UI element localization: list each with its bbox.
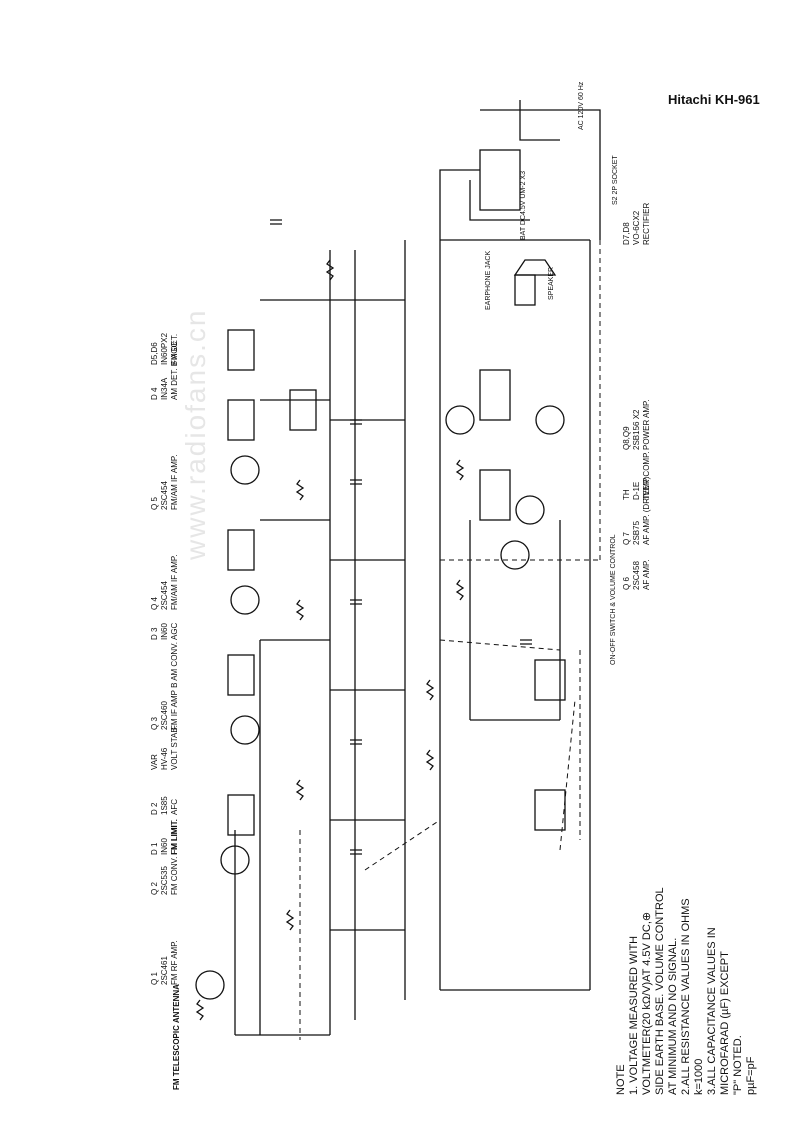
stage-func: VOLT STAB. (170, 725, 179, 770)
stage-func: TEMP.COMP. (642, 451, 651, 500)
note-line: MICROFARAD (µF) EXCEPT (719, 951, 731, 1095)
note-line: pµF=pF (745, 1056, 757, 1095)
stage-ref: D 3 (150, 627, 159, 640)
notes-block: NOTE 1. VOLTAGE MEASURED WITH VOLTMETER(… (615, 887, 758, 1095)
note-line: VOLTMETER(20 kΩ/V)AT 4.5V DC,⊕ (641, 911, 653, 1095)
stage-part: HV-46 (160, 747, 169, 770)
stage-func: FM/AM IF AMP. (170, 554, 179, 610)
stage-ref: Q 3 (150, 717, 159, 730)
note-line: 1. VOLTAGE MEASURED WITH (628, 935, 640, 1095)
stage-th: TH D-1E TEMP.COMP. (622, 451, 652, 500)
stage-d3: D 3 IN60 AGC (150, 623, 180, 640)
page-title: Hitachi KH-961 (668, 92, 760, 107)
socket-label: S2 2P SOCKET (612, 155, 619, 205)
stage-ref: D 1 (150, 842, 159, 855)
stage-d7-d8: D7,D8 VO-6CX2 RECTIFIER (622, 203, 652, 245)
stage-d1: D 1 IN60 FM LIMIT. (150, 819, 180, 855)
stage-func: AGC (170, 622, 179, 640)
stage-ref: TH (622, 489, 631, 500)
stage-part: 1S85 (160, 796, 169, 815)
stage-part: IN60 (160, 838, 169, 855)
stage-func: RECTIFIER (642, 202, 651, 245)
stage-ref: Q 6 (622, 577, 631, 590)
antenna-label: FM TELESCOPIC ANTENNA (172, 984, 181, 1090)
stage-part: VO-6CX2 (632, 210, 641, 245)
notes-heading: NOTE (615, 1064, 627, 1095)
stage-ref: VAR (150, 754, 159, 770)
stage-func: FM LIMIT. (170, 819, 179, 855)
stage-part: 2SC458 (632, 561, 641, 590)
stage-ref: Q 1 (150, 972, 159, 985)
stage-ref: Q 4 (150, 597, 159, 610)
stage-q4: Q 4 2SC454 FM/AM IF AMP. (150, 555, 180, 610)
stage-func: AFC (170, 799, 179, 815)
stage-q6: Q 6 2SC458 AF AMP. (622, 559, 652, 590)
stage-var: VAR HV-46 VOLT STAB. (150, 725, 180, 770)
stage-func: FM DET. (170, 333, 179, 365)
earphone-label: EARPHONE JACK (485, 250, 492, 310)
stage-part: 2SC454 (160, 581, 169, 610)
speaker-label: SPEAKER (548, 266, 555, 300)
note-line: k=1000 (693, 1058, 705, 1095)
note-line: SIDE EARTH BASE. VOLUME CONTROL (654, 887, 666, 1095)
stage-d2: D 2 1S85 AFC (150, 796, 180, 815)
note-line: 3.ALL CAPACITANCE VALUES IN (706, 927, 718, 1095)
battery-label: BAT DC4.5V UM-2 X3 (520, 171, 527, 240)
stage-part: 2SC461 (160, 956, 169, 985)
stage-ref: Q8,Q9 (622, 426, 631, 450)
stage-q1: Q 1 2SC461 FM RF AMP. (150, 940, 180, 985)
stage-func: POWER AMP. (642, 399, 651, 450)
stage-ref: D5,D6 (150, 342, 159, 365)
stage-d5-d6: D5,D6 IN60PX2 FM DET. (150, 333, 180, 365)
stage-func: FM IF AMP B AM CONV. (170, 641, 179, 730)
stage-func: AF AMP. (642, 559, 651, 590)
stage-q5: Q 5 2SC454 FM/AM IF AMP. (150, 455, 180, 510)
stage-part: 2SC454 (160, 481, 169, 510)
switch-label: ON-OFF SWITCH & VOLUME CONTROL (610, 534, 617, 665)
stage-ref: D 2 (150, 802, 159, 815)
ac-label: AC 120V 60 Hz (578, 81, 585, 130)
stage-ref: Q 5 (150, 497, 159, 510)
note-line: "P" NOTED. (732, 1035, 744, 1095)
stage-part: IN60PX2 (160, 332, 169, 365)
stage-q3: Q 3 2SC460 FM IF AMP B AM CONV. (150, 642, 180, 730)
stage-func: FM RF AMP. (170, 940, 179, 985)
stage-part: 2SB156 X2 (632, 409, 641, 450)
note-line: 2.ALL RESISTANCE VALUES IN OHMS (680, 898, 692, 1095)
stage-part: 2SC460 (160, 701, 169, 730)
stage-part: D-1E (632, 481, 641, 500)
stage-part: IN60 (160, 623, 169, 640)
stage-q8-q9: Q8,Q9 2SB156 X2 POWER AMP. (622, 399, 652, 450)
note-line: AT MINIMUM AND NO SIGNAL. (667, 937, 679, 1095)
stage-func: FM/AM IF AMP. (170, 454, 179, 510)
stage-ref: D7,D8 (622, 222, 631, 245)
